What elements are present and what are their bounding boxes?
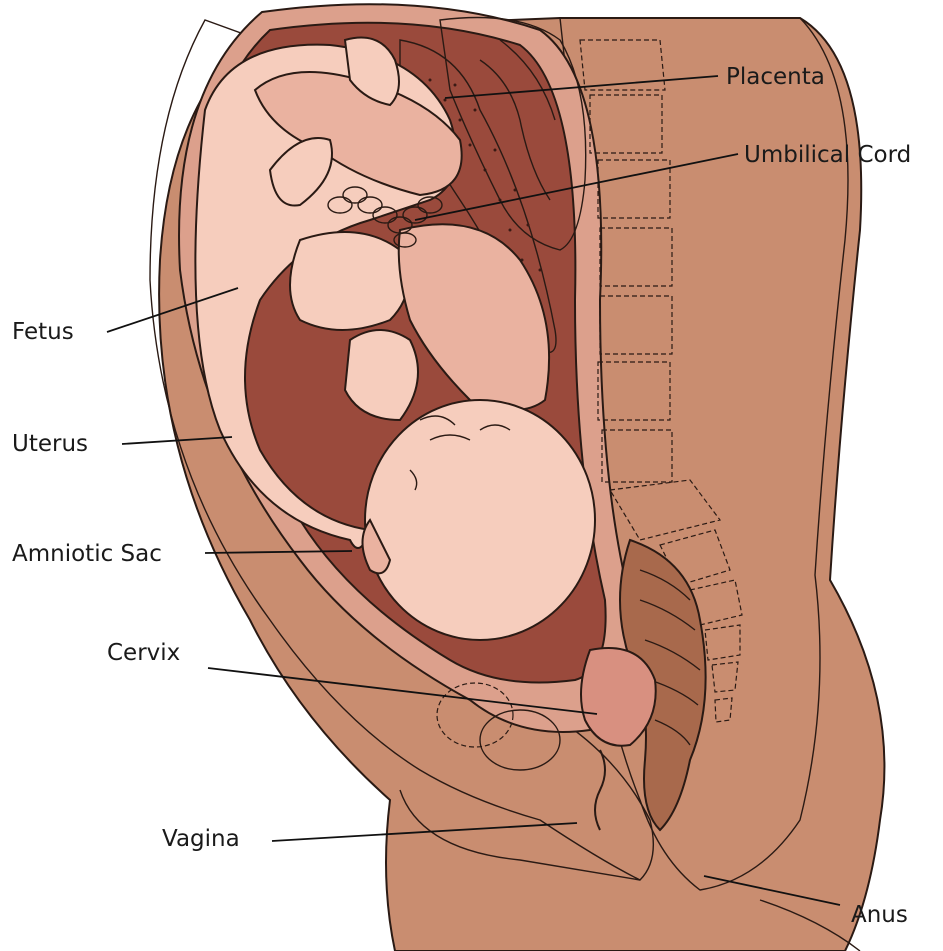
label-anus: Anus (851, 902, 908, 928)
label-amniotic-sac: Amniotic Sac (12, 541, 162, 567)
label-placenta: Placenta (726, 64, 825, 90)
label-uterus: Uterus (12, 431, 88, 457)
label-fetus: Fetus (12, 319, 74, 345)
label-umbilical-cord: Umbilical Cord (744, 142, 911, 168)
label-cervix: Cervix (107, 640, 180, 666)
label-vagina: Vagina (162, 826, 240, 852)
